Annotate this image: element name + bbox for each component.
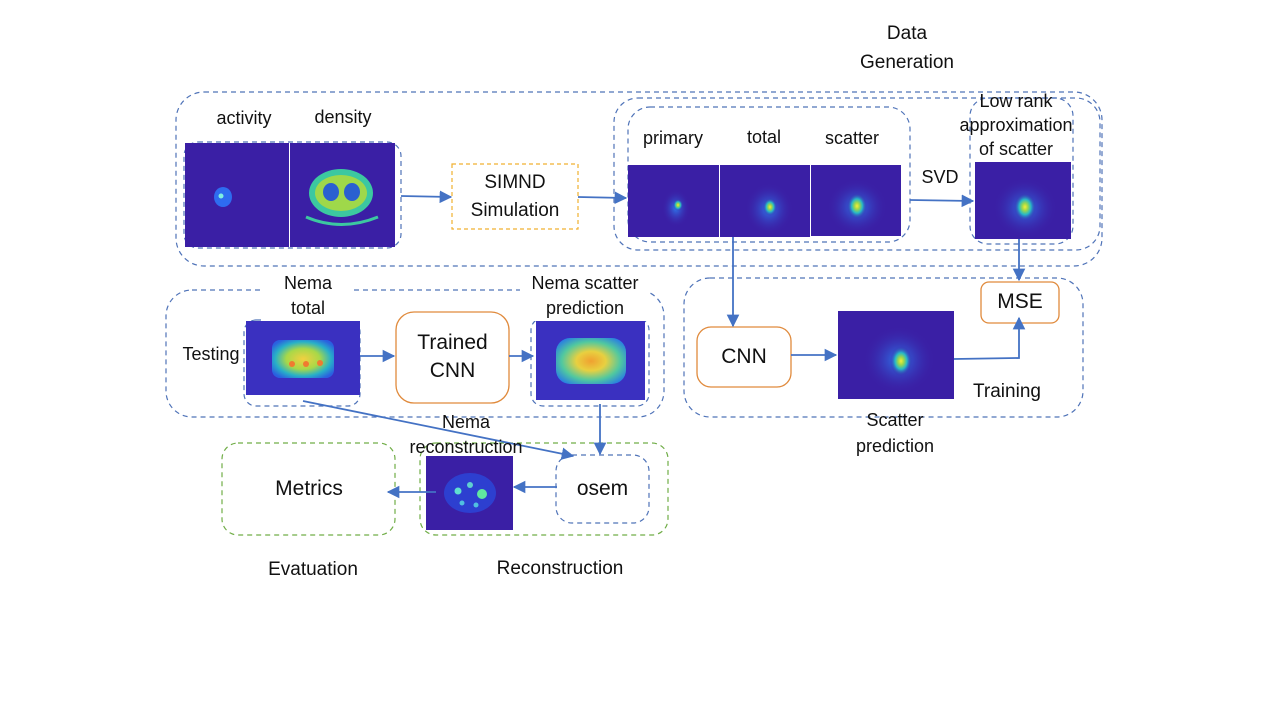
arrow-svd — [909, 194, 975, 208]
nema-reconstruction-image — [426, 456, 513, 530]
low-rank-image — [975, 162, 1071, 239]
activity-image — [185, 143, 289, 247]
nema-total-line2: total — [290, 298, 326, 318]
nema-scatter-image — [536, 321, 645, 400]
scatter-label: scatter — [824, 128, 880, 148]
nema-reconstruction-label: Nema reconstruction — [396, 410, 536, 460]
scatter-prediction-image — [838, 311, 954, 399]
simnd-label: SIMND Simulation — [452, 170, 578, 224]
training-title: Training — [973, 381, 1041, 402]
nema-scatter-line2: prediction — [545, 298, 625, 318]
trained-cnn-box — [395, 311, 510, 404]
density-label: density — [314, 107, 372, 127]
data-generation-title-line1: Data — [886, 23, 928, 44]
trained-cnn-label: Trained CNN — [396, 329, 509, 385]
input-maps-group — [183, 141, 402, 249]
nema-scatter-line1: Nema scatter — [531, 273, 639, 293]
low-rank-line1: Low rank — [979, 91, 1053, 111]
arrow-prediction-to-mse — [953, 316, 1026, 360]
scatter-prediction-label: Scatter prediction — [838, 407, 952, 459]
data-generation-title-line2: Generation — [859, 52, 954, 73]
trained-cnn-line1: Trained — [417, 331, 488, 354]
arrow-inputs-to-simnd — [400, 190, 453, 204]
scatter-prediction-line2: prediction — [855, 436, 935, 456]
cnn-label: CNN — [721, 345, 767, 368]
nema-total-image — [246, 321, 360, 395]
nema-total-line1: Nema — [283, 273, 332, 293]
data-generation-title: Data Generation — [840, 21, 974, 76]
mse-label: MSE — [997, 290, 1043, 313]
trained-cnn-line2: CNN — [429, 359, 476, 382]
cnn-box — [696, 326, 792, 388]
density-image — [290, 143, 395, 247]
nema-scatter-label: Nema scatter prediction — [520, 271, 650, 321]
evaluation-title: Evatuation — [268, 559, 358, 580]
low-rank-line3: of scatter — [978, 139, 1054, 159]
nema-reconstruction-line1: Nema — [441, 412, 490, 432]
sim-outputs-group — [613, 97, 1101, 251]
nema-total-label: Nema total — [262, 271, 354, 321]
low-rank-label: Low rank approximation of scatter — [946, 89, 1086, 161]
simnd-label-line1: SIMND — [484, 172, 546, 193]
simnd-box — [451, 163, 579, 230]
testing-title: Testing — [182, 344, 240, 364]
nema-reconstruction-line2: reconstruction — [409, 437, 523, 457]
total-label: total — [746, 127, 782, 147]
metrics-label: Metrics — [275, 477, 343, 500]
reconstruction-group — [419, 442, 669, 536]
reconstruction-title: Reconstruction — [496, 558, 624, 579]
scatter-image — [811, 165, 901, 236]
svd-label: SVD — [921, 167, 959, 187]
activity-label: activity — [216, 108, 272, 128]
scatter-prediction-line1: Scatter — [866, 410, 924, 430]
low-rank-line2: approximation — [959, 115, 1073, 135]
total-image — [720, 165, 810, 237]
data-generation-group — [175, 91, 1103, 267]
arrow-nematotal-to-osem — [302, 400, 575, 460]
training-group — [683, 277, 1084, 418]
testing-group — [165, 289, 665, 418]
primary-image — [628, 165, 719, 237]
arrow-simnd-to-outputs — [577, 191, 628, 205]
osem-label: osem — [576, 477, 629, 500]
primary-label: primary — [642, 128, 703, 148]
simnd-label-line2: Simulation — [470, 200, 560, 221]
